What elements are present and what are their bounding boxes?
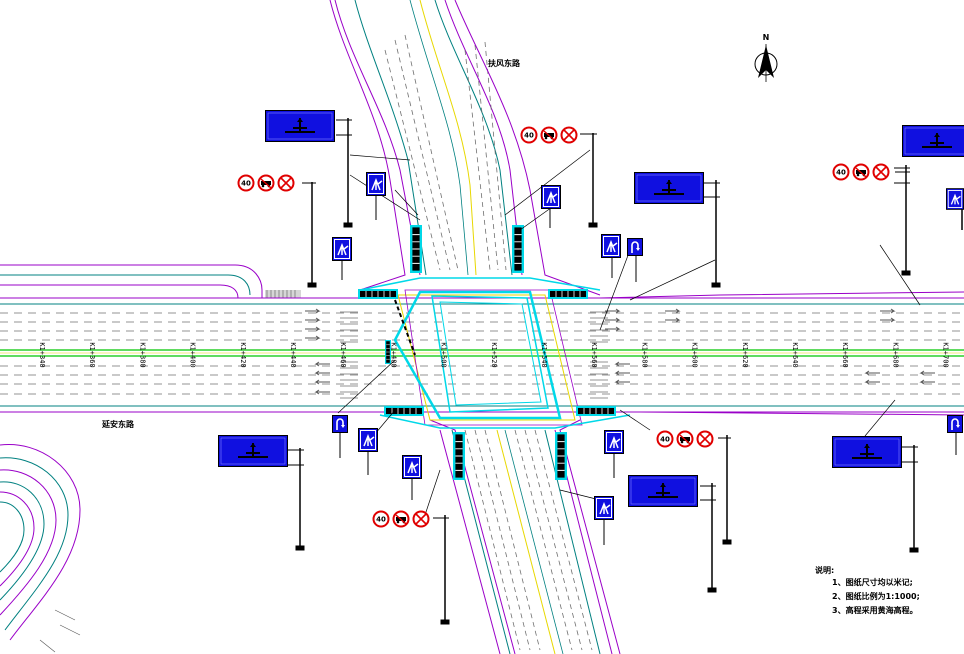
lane-sign-7 xyxy=(402,455,422,479)
west-ramp xyxy=(0,264,301,299)
no-truck-icon xyxy=(852,163,870,181)
notes-item-3: 3、高程采用黄海高程。 xyxy=(832,605,918,615)
no-entry-icon xyxy=(560,126,578,144)
north-road xyxy=(329,0,601,296)
lane-sign-9 xyxy=(594,496,614,520)
station-label: K1+540 xyxy=(540,342,548,367)
station-label: K1+580 xyxy=(640,342,648,367)
no-truck-icon xyxy=(392,510,410,528)
station-label: K1+700 xyxy=(942,342,950,367)
guide-sign-sw xyxy=(218,435,288,467)
speed-limit-value: 40 xyxy=(660,436,670,444)
regulatory-group: 40 xyxy=(372,510,430,528)
speed-limit-value: 40 xyxy=(524,132,534,140)
uturn-sign-3 xyxy=(947,415,963,433)
uturn-sign-2 xyxy=(332,415,348,433)
station-label: K1+360 xyxy=(88,342,96,367)
regulatory-group: 40 xyxy=(237,174,295,192)
sign-posts xyxy=(288,118,963,625)
notes-block: 说明: 1、图纸尺寸均以米记; 2、图纸比例为1:1000; 3、高程采用黄海高… xyxy=(815,565,920,615)
station-label: K1+560 xyxy=(590,342,598,367)
guide-sign-nw xyxy=(265,110,335,142)
station-label: K1+620 xyxy=(741,342,749,367)
no-truck-icon xyxy=(257,174,275,192)
regulatory-group: 40 xyxy=(520,126,578,144)
lane-sign-6 xyxy=(358,428,378,452)
station-label: K1+680 xyxy=(891,342,899,367)
notes-title: 说明: xyxy=(815,565,834,575)
lane-arrows xyxy=(305,308,935,395)
station-label: K1+660 xyxy=(841,342,849,367)
intersection-core xyxy=(359,277,631,429)
lane-sign-1 xyxy=(366,172,386,196)
notes-item-2: 2、图纸比例为1:1000; xyxy=(832,591,920,601)
north-road-name: 扶风东路 xyxy=(488,58,521,68)
station-label: K1+380 xyxy=(138,342,146,367)
station-label: K1+640 xyxy=(791,342,799,367)
regulatory-group: 40 xyxy=(832,163,890,181)
notes-item-1: 1、图纸尺寸均以米记; xyxy=(832,577,913,587)
speed-limit-value: 40 xyxy=(376,516,386,524)
lane-sign-2 xyxy=(332,237,352,261)
east-west-road xyxy=(0,291,964,416)
guide-sign-ne xyxy=(634,172,704,204)
no-entry-icon xyxy=(277,174,295,192)
lane-sign-8 xyxy=(604,430,624,454)
no-entry-icon xyxy=(696,430,714,448)
station-label: K1+420 xyxy=(239,342,247,367)
no-truck-icon xyxy=(540,126,558,144)
no-truck-icon xyxy=(676,430,694,448)
guide-sign-far-se xyxy=(832,436,902,468)
station-labels: K1+340 K1+360 K1+380 K1+400 K1+420 K1+440 K1+4… xyxy=(38,342,950,367)
station-label: K1+440 xyxy=(289,342,297,367)
regulatory-group: 40 xyxy=(656,430,714,448)
station-label: K1+400 xyxy=(189,342,197,367)
misc-marks xyxy=(39,609,81,653)
station-label: K1+520 xyxy=(490,342,498,367)
speed-limit-value: 40 xyxy=(241,180,251,188)
guide-sign-se xyxy=(628,475,698,507)
station-label: K1+600 xyxy=(691,342,699,367)
speed-limit-value: 40 xyxy=(836,169,846,177)
lane-sign-3 xyxy=(541,185,561,209)
north-arrow-label: N xyxy=(763,33,770,42)
station-label: K1+500 xyxy=(440,342,448,367)
lane-sign-5 xyxy=(946,187,964,211)
no-entry-icon xyxy=(872,163,890,181)
west-road-name: 延安东路 xyxy=(101,419,135,429)
leader-lines xyxy=(337,149,921,516)
crosswalks xyxy=(340,311,608,399)
regulatory-sign-groups: 40 40 40 40 40 xyxy=(237,126,890,528)
loop-ramp-curves xyxy=(0,443,81,641)
uturn-sign-1 xyxy=(627,238,643,256)
no-entry-icon xyxy=(412,510,430,528)
south-road xyxy=(429,419,621,654)
guide-sign-far-ne xyxy=(902,125,964,157)
station-label: K1+340 xyxy=(38,342,46,367)
station-label: K1+460 xyxy=(339,342,347,367)
lane-sign-4 xyxy=(601,234,621,258)
guide-signs xyxy=(218,110,964,507)
station-label: K1+480 xyxy=(389,342,397,367)
north-arrow: N xyxy=(754,33,778,82)
